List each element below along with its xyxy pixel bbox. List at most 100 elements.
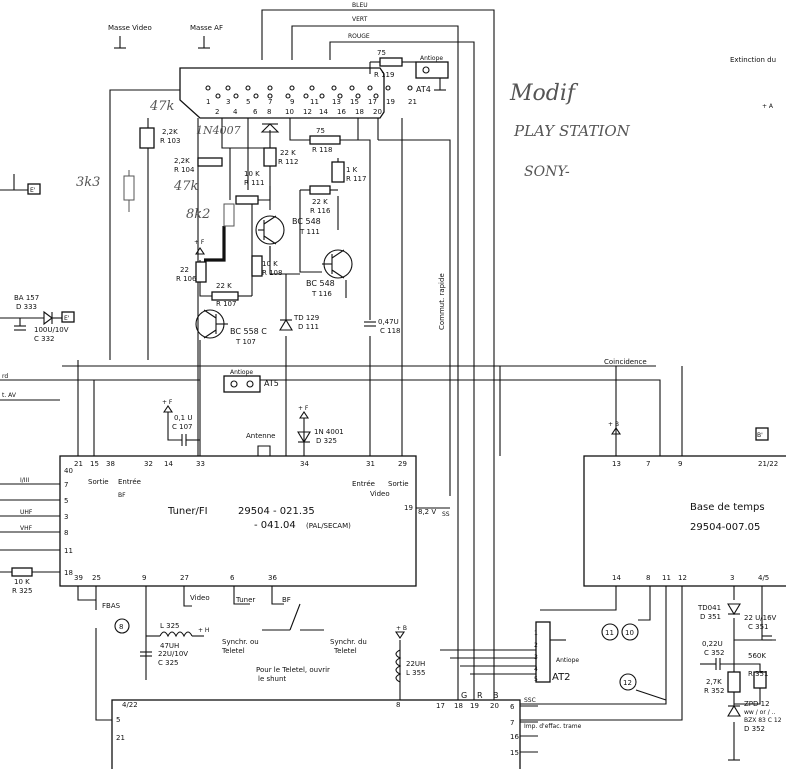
- r111-value: 10 K: [244, 170, 260, 178]
- teletel-note-line1: Pour le Teletel, ouvrir: [256, 666, 330, 674]
- terminal-b-prime: [755, 427, 769, 441]
- timebase-bottom-label: 3: [730, 574, 734, 582]
- c352-value: 0,22U: [702, 640, 723, 648]
- modified-wire: [204, 226, 226, 262]
- tuner-below-wiring: [77, 586, 401, 721]
- r118-value: 75: [316, 127, 325, 135]
- peritel-top-label: 15: [350, 98, 359, 106]
- label-video: Video: [190, 594, 210, 602]
- tuner-supply-sub: SS: [442, 511, 450, 518]
- d333-type: BA 157: [14, 294, 39, 302]
- peritel-bottom-contact: [233, 93, 239, 99]
- label-bleu: BLEU: [352, 2, 368, 9]
- peritel-bottom-label: 16: [337, 108, 346, 116]
- r352-ref: R 352: [704, 687, 724, 695]
- transistor-t116: [322, 249, 353, 279]
- peritel-top-contact: [331, 85, 337, 91]
- tuner-left-label: 8: [64, 529, 68, 537]
- plus-b-label-2: + B: [608, 421, 619, 428]
- bottom-pins-label: 17: [436, 702, 445, 710]
- plus-f-label-1: + F: [194, 239, 205, 246]
- resistor-r104: [197, 157, 223, 167]
- resistor-r117: [331, 161, 345, 183]
- handwritten-resistor-3k3: [123, 170, 135, 212]
- resistor-r106: [195, 261, 207, 283]
- peritel-bottom-label: 6: [253, 108, 258, 116]
- label-masse-af: Masse AF: [190, 24, 223, 32]
- tuner-top-label: 31: [366, 460, 375, 468]
- plus-f-terminal-mid: [162, 405, 200, 446]
- peritel-top-label: 11: [310, 98, 319, 106]
- r104-value: 2,2K: [174, 157, 190, 165]
- r104-ref: R 104: [174, 166, 195, 174]
- plus-f-terminal-d325: [297, 411, 311, 456]
- peritel-top-contact: [289, 85, 295, 91]
- r108-value: 10 K: [262, 260, 278, 268]
- circle-10: [621, 623, 639, 641]
- e-prime-label-1: E': [30, 187, 36, 194]
- hand-sony: SONY-: [524, 164, 570, 180]
- c352-ref: C 352: [704, 649, 724, 657]
- plus-f-label-3: + F: [298, 405, 309, 412]
- label-vhf: VHF: [20, 525, 33, 532]
- tuner-bottom-label: 39: [74, 574, 83, 582]
- peritel-top-contact: [225, 85, 231, 91]
- d352-line3: BZX 83 C 12: [744, 717, 782, 724]
- bottom-pins-label: 20: [490, 702, 499, 710]
- resistor-r103: [139, 127, 155, 149]
- r111-ref: R 111: [244, 179, 264, 187]
- timebase-bottom-label: 4/5: [758, 574, 769, 582]
- peritel-bottom-label: 4: [233, 108, 238, 116]
- bottom-right-label: 15: [510, 749, 519, 757]
- label-commut-rapide: Commut. rapide: [438, 273, 446, 330]
- label-tuner: Tuner: [235, 596, 255, 604]
- r117-value: 1 K: [346, 166, 358, 174]
- transistor-t107: [195, 309, 228, 339]
- antiope-at4-label: Antiope: [420, 55, 443, 62]
- control-circuit-wiring: [109, 89, 451, 496]
- label-uhf: UHF: [20, 509, 33, 516]
- d351-ref: D 351: [700, 613, 721, 621]
- bottom-pins-label: R: [477, 691, 483, 700]
- tuner-ref-1: 29504 - 021.35: [238, 506, 315, 517]
- peritel-top-label: 3: [226, 98, 230, 106]
- tuner-bottom-label: 27: [180, 574, 189, 582]
- hand-3k3: 3k3: [76, 175, 100, 190]
- label-extinction: Extinction du: [730, 56, 776, 64]
- t107-type: BC 558 C: [230, 327, 267, 336]
- d333-ref: D 333: [16, 303, 37, 311]
- tuner-top-label: 21: [74, 460, 83, 468]
- bottom-pins-label: B: [493, 691, 499, 700]
- plus-f-label-2: + F: [162, 399, 173, 406]
- at2-pins-label: 4: [534, 666, 538, 673]
- bottom-pin-5: 5: [116, 716, 120, 724]
- r119-ref: R 119: [374, 71, 394, 79]
- timebase-block: [583, 455, 786, 587]
- timebase-below-wiring: [520, 586, 776, 740]
- bottom-pins-label: 18: [454, 702, 463, 710]
- peritel-top-label: 5: [246, 98, 250, 106]
- label-rd: rd: [2, 373, 8, 380]
- label-t-av: t. AV: [2, 392, 17, 399]
- at2-pins-label: 2: [534, 642, 538, 649]
- bottom-block: [111, 699, 521, 769]
- r118-ref: R 118: [312, 146, 332, 154]
- l325-ref: L 325: [160, 622, 180, 630]
- tuner-left-label: 3: [64, 513, 68, 521]
- tuner-video-label: Video: [370, 490, 390, 498]
- tuner-ref-2-suffix: (PAL/SECAM): [306, 522, 351, 530]
- circle-10-label: 10: [625, 629, 634, 637]
- timebase-bottom-label: 12: [678, 574, 687, 582]
- r119-value: 75: [377, 49, 386, 57]
- peritel-bottom-label: 14: [319, 108, 328, 116]
- tuner-left-label: 18: [64, 569, 73, 577]
- capacitor-c118: [364, 321, 376, 327]
- peritel-top-label: 13: [332, 98, 341, 106]
